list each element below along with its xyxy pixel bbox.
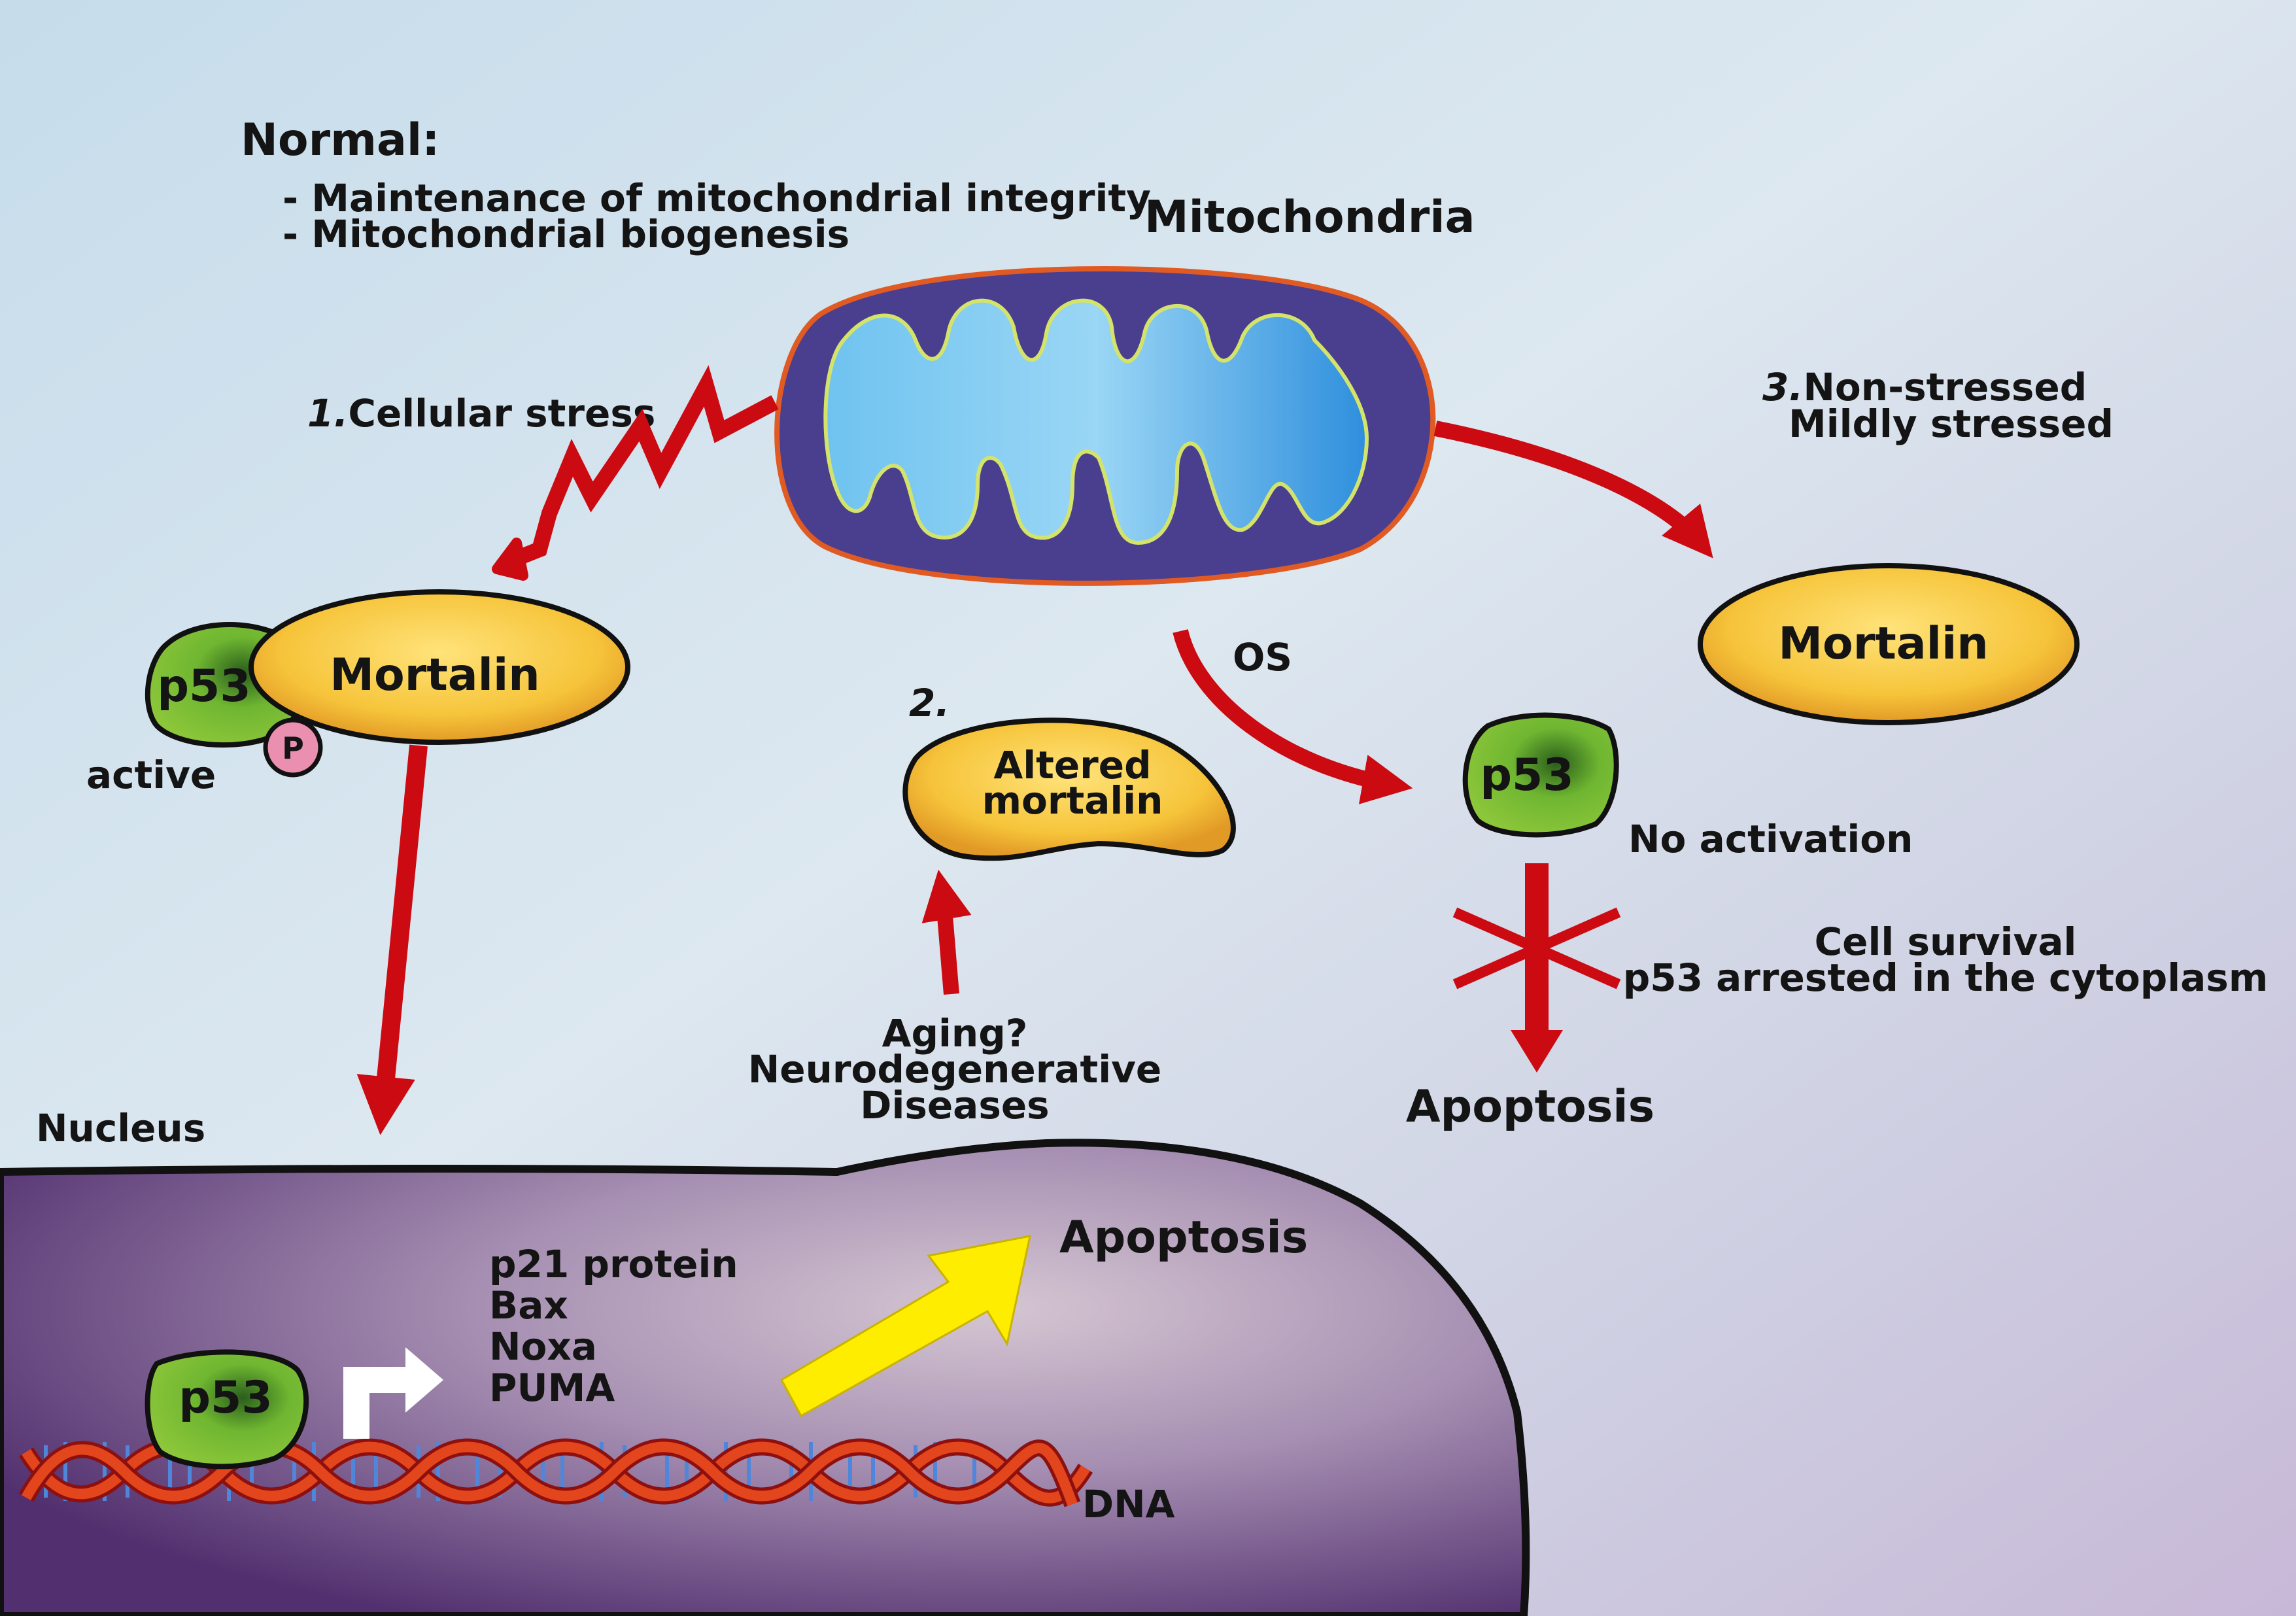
step1-number: 1. <box>307 391 348 436</box>
step3-line1: Non-stressed <box>1803 365 2087 409</box>
gene-list-item: Noxa <box>489 1324 597 1369</box>
apoptosis-mid-label: Apoptosis <box>1406 1081 1654 1133</box>
normal-item: - Mitochondrial biogenesis <box>283 212 849 256</box>
apoptosis-nucleus-label: Apoptosis <box>1059 1212 1308 1264</box>
altered-mortalin-line2: mortalin <box>982 778 1163 823</box>
dna-label: DNA <box>1082 1482 1175 1526</box>
p53-mid-label: p53 <box>1480 749 1573 801</box>
aging-line2: Neurodegenerative <box>748 1047 1161 1092</box>
no-activation-label: No activation <box>1628 817 1913 861</box>
mitochondria-label: Mitochondria <box>1144 192 1475 243</box>
normal-item: - Maintenance of mitochondrial integrity <box>283 176 1151 220</box>
mortalin-right-label: Mortalin <box>1778 618 1988 670</box>
cell-survival-line1: Cell survival <box>1815 920 2077 964</box>
step3-number: 3. <box>1762 365 1803 409</box>
mortalin-left-label: Mortalin <box>330 649 540 701</box>
aging-arrow <box>921 869 972 995</box>
stress-zigzag-arrow <box>492 365 779 581</box>
altered-mortalin: Altered mortalin <box>902 717 1236 861</box>
mitochondrion <box>774 266 1436 586</box>
mortalin-right: Mortalin <box>1698 563 2080 725</box>
p53-left-label: p53 <box>157 661 250 712</box>
step2-number: 2. <box>909 681 950 725</box>
os-label: OS <box>1233 635 1292 679</box>
p53-dna-bound: p53 <box>145 1349 309 1470</box>
normal-title: Normal: <box>241 114 439 166</box>
altered-mortalin-line1: Altered <box>993 743 1151 787</box>
active-label: active <box>86 753 216 797</box>
p53-dna-label: p53 <box>179 1372 272 1424</box>
transcription-arrow-icon <box>343 1347 443 1439</box>
step1-label: 1.Cellular stress <box>307 391 655 436</box>
step3-label: 3.Non-stressed <box>1762 365 2087 409</box>
cell-survival-line2: p53 arrested in the cytoplasm <box>1623 955 2269 1000</box>
step3-line2: Mildly stressed <box>1789 402 2114 446</box>
gene-list-item: p21 protein <box>489 1242 738 1286</box>
gene-list: p21 protein Bax Noxa PUMA <box>489 1242 738 1410</box>
apoptosis-yellow-arrow <box>780 1235 1031 1418</box>
step1-text: Cellular stress <box>348 391 655 436</box>
gene-list-item: PUMA <box>489 1366 615 1410</box>
phospho-label: P <box>282 731 304 766</box>
aging-line1: Aging? <box>882 1011 1028 1056</box>
os-arrow <box>1173 629 1413 804</box>
aging-line3: Diseases <box>860 1083 1049 1127</box>
p53-cytoplasm: p53 <box>1462 712 1619 838</box>
gene-list-item: Bax <box>489 1283 568 1328</box>
arrow-to-nucleus <box>356 744 428 1135</box>
nucleus-label: Nucleus <box>36 1106 205 1150</box>
mortalin-p53-complex-left: p53 Mortalin P <box>145 589 630 778</box>
arrow-to-mortalin-right <box>1433 421 1713 559</box>
blocked-apoptosis-arrow <box>1452 863 1621 1073</box>
